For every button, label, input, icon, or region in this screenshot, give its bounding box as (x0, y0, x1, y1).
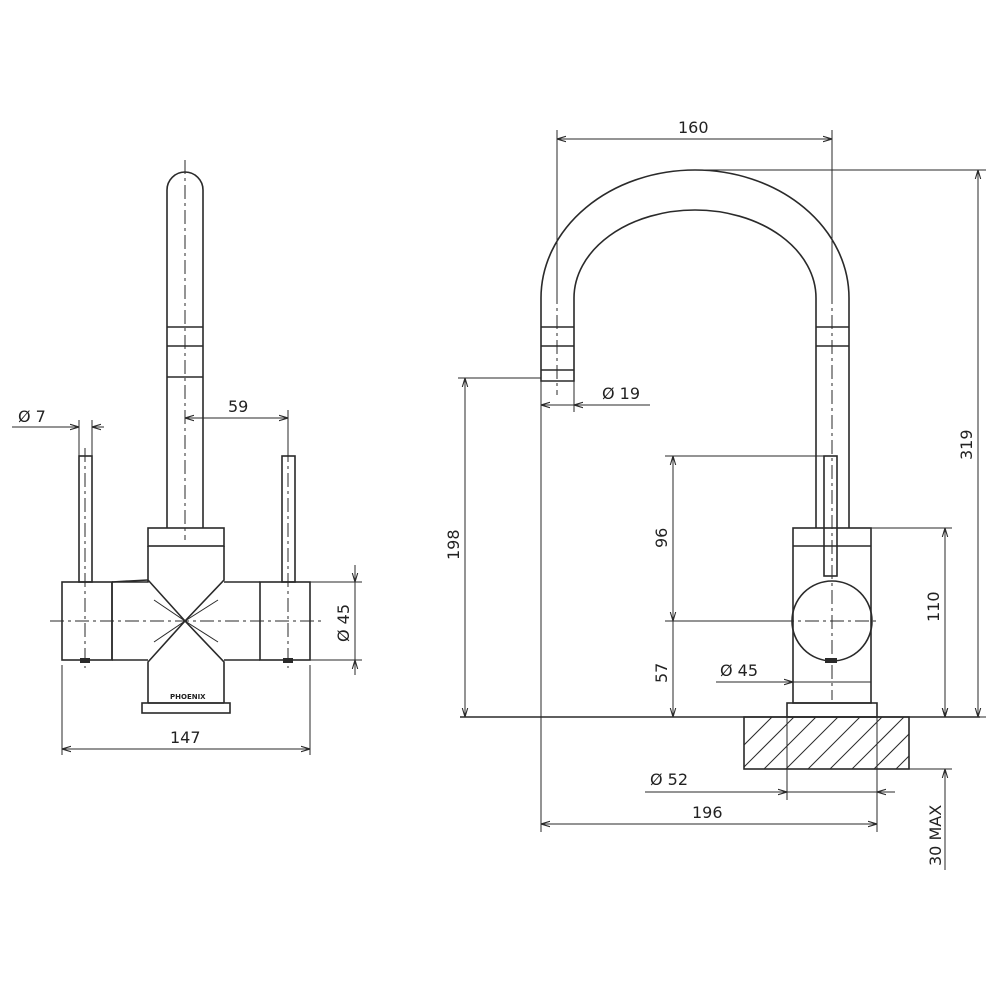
dim-dia-52-label: Ø 52 (650, 770, 688, 789)
dim-dia-19-label: Ø 19 (602, 384, 640, 403)
front-spout (166, 160, 204, 540)
front-left-handle (61, 448, 149, 668)
dim-30-max-label: 30 MAX (926, 805, 945, 866)
front-right-handle (224, 448, 311, 668)
dim-196: 196 (540, 410, 878, 832)
dim-96-label: 96 (652, 528, 671, 548)
dim-160: 160 (556, 118, 833, 290)
dim-110: 110 (871, 527, 952, 717)
dim-dia-45-side-label: Ø 45 (720, 661, 758, 680)
dim-57-label: 57 (652, 663, 671, 683)
side-body (780, 455, 880, 718)
dim-dia-45-front-label: Ø 45 (334, 604, 353, 642)
dim-110-label: 110 (924, 591, 943, 622)
side-view: 160 Ø 19 319 198 9 (444, 118, 986, 870)
side-bench (460, 716, 980, 800)
dim-dia-7-label: Ø 7 (18, 407, 46, 426)
dim-dia-45-side: Ø 45 (716, 660, 872, 690)
dim-dia-45-front: Ø 45 (310, 565, 362, 675)
brand-label: PHOENIX (170, 693, 206, 701)
dim-198-label: 198 (444, 529, 463, 560)
dim-198: 198 (444, 377, 541, 717)
side-spout (540, 169, 850, 700)
dim-160-label: 160 (678, 118, 709, 137)
front-view: PHOENIX Ø 7 (12, 160, 362, 755)
dim-319-label: 319 (957, 429, 976, 460)
dim-dia-52: Ø 52 (645, 770, 895, 792)
dim-319: 319 (700, 169, 986, 718)
bench-hatch (744, 717, 909, 769)
dim-147: 147 (61, 665, 311, 755)
dim-147-label: 147 (170, 728, 201, 747)
dim-dia-19: Ø 19 (540, 381, 650, 412)
dim-59: 59 (185, 397, 289, 448)
dim-59-label: 59 (228, 397, 248, 416)
dim-196-label: 196 (692, 803, 723, 822)
dim-dia-7: Ø 7 (12, 407, 104, 456)
dim-96-57: 96 57 (652, 455, 824, 717)
dim-30-max: 30 MAX (909, 700, 952, 870)
